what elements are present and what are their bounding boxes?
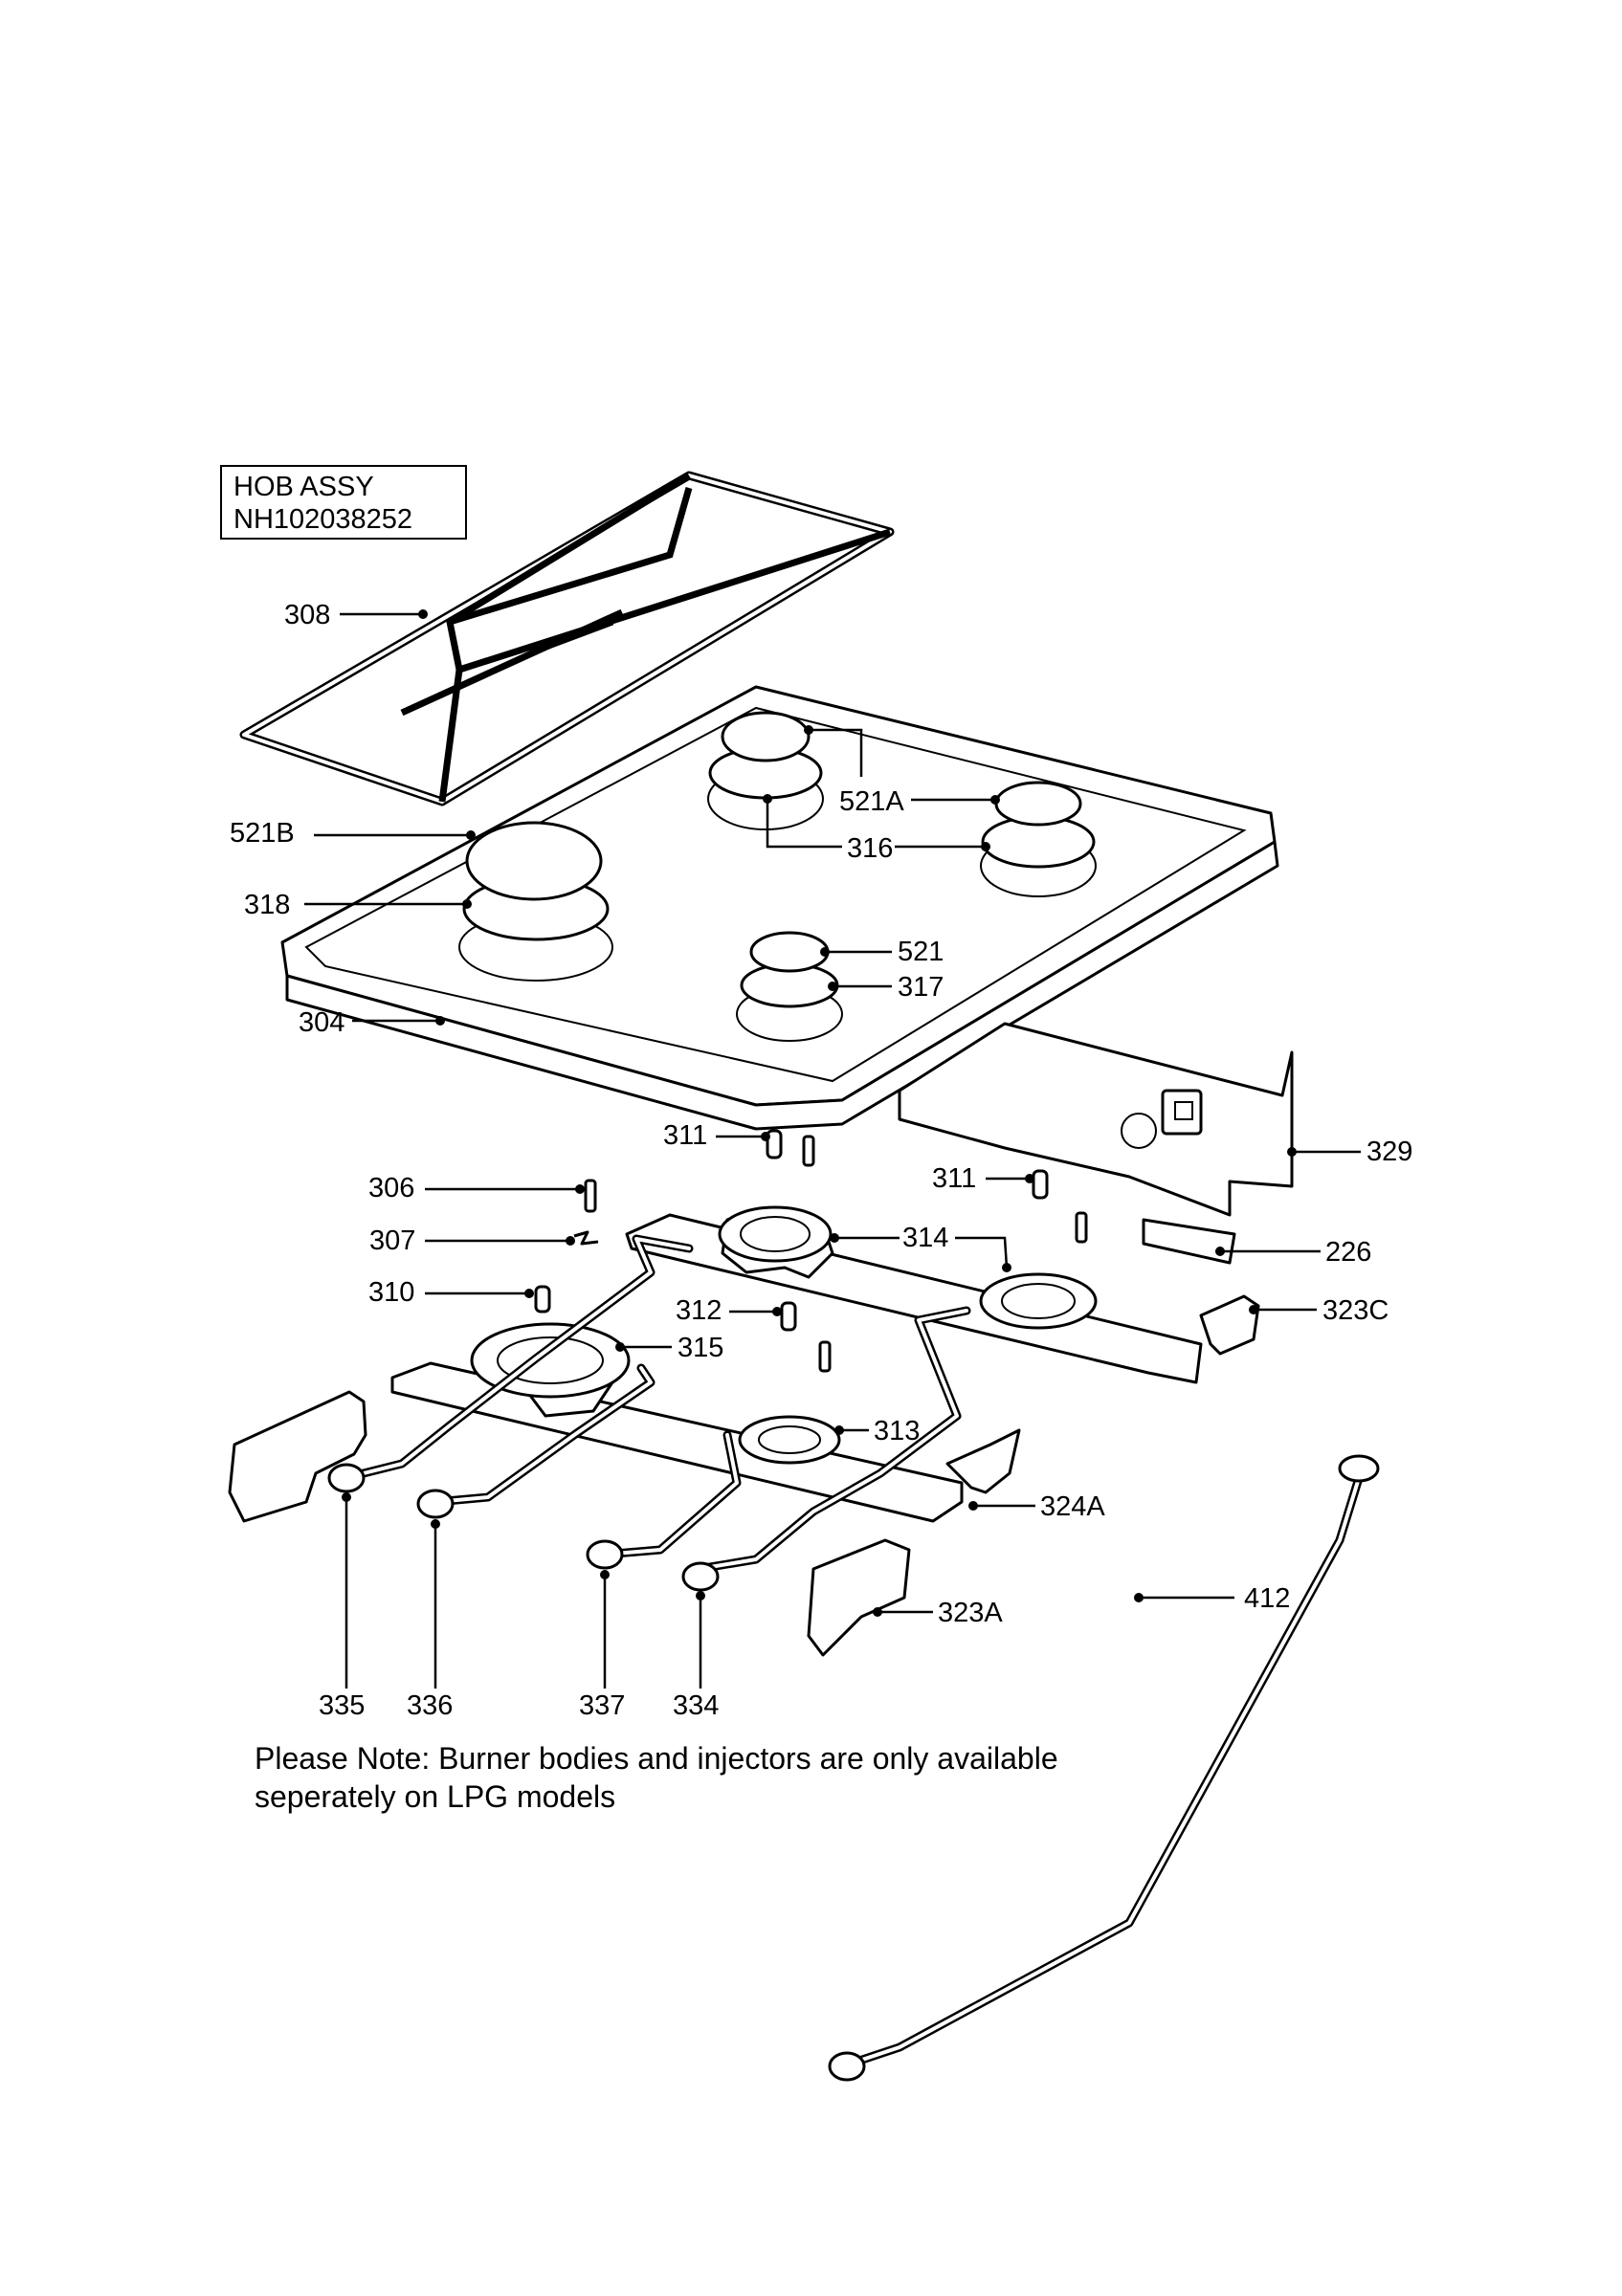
callout-337: 337 [579, 1570, 625, 1721]
burner-body-right [979, 1272, 1098, 1330]
assembly-name: HOB ASSY [233, 472, 374, 502]
svg-text:312: 312 [676, 1295, 722, 1326]
svg-text:334: 334 [673, 1690, 719, 1721]
callout-311a: 311 [663, 1120, 770, 1151]
clip-307 [573, 1230, 599, 1246]
note-line-2: seperately on LPG models [255, 1779, 616, 1814]
callout-521B: 521B [230, 818, 476, 849]
burner-body-314 [718, 1205, 834, 1279]
burner-body-313 [738, 1415, 841, 1465]
svg-text:226: 226 [1325, 1237, 1371, 1268]
svg-text:315: 315 [678, 1333, 723, 1363]
assembly-part-number: NH102038252 [233, 504, 413, 535]
bracket-323a [807, 1538, 911, 1657]
svg-text:329: 329 [1366, 1137, 1412, 1167]
callout-313: 313 [834, 1416, 920, 1446]
electrode-right [1075, 1211, 1088, 1244]
lpg-note: Please Note: Burner bodies and injectors… [255, 1739, 1211, 1816]
svg-text:323C: 323C [1322, 1295, 1389, 1326]
tap-336 [416, 1489, 455, 1519]
svg-text:336: 336 [407, 1690, 453, 1721]
burner-cap-521a-right [980, 781, 1097, 897]
callout-323C: 323C [1249, 1295, 1389, 1326]
svg-text:335: 335 [319, 1690, 365, 1721]
callout-308: 308 [284, 600, 428, 630]
gas-pipes [340, 1234, 1364, 2071]
callout-306: 306 [368, 1173, 585, 1203]
svg-text:307: 307 [369, 1225, 415, 1256]
pipe-end-412-lower [828, 2051, 866, 2082]
tap-335 [327, 1463, 366, 1493]
assembly-title-box: HOB ASSY NH102038252 [220, 465, 467, 540]
callout-310: 310 [368, 1277, 534, 1308]
callout-318: 318 [244, 890, 472, 920]
strip-226 [1142, 1218, 1236, 1265]
svg-text:337: 337 [579, 1690, 625, 1721]
svg-text:310: 310 [368, 1277, 414, 1308]
callout-304: 304 [299, 1007, 445, 1038]
callout-336: 336 [407, 1519, 453, 1721]
note-line-1: Please Note: Burner bodies and injectors… [255, 1741, 1058, 1776]
injector-310 [534, 1285, 551, 1314]
callout-312: 312 [676, 1295, 782, 1326]
callout-314: 314 [830, 1223, 1011, 1272]
electrode-306 [584, 1179, 597, 1213]
burner-cap-521b [458, 821, 613, 982]
callout-412: 412 [1134, 1583, 1290, 1614]
callout-317: 317 [828, 972, 944, 1003]
pan-support-grid [239, 471, 895, 806]
svg-text:521: 521 [898, 937, 944, 967]
svg-text:323A: 323A [938, 1598, 1003, 1628]
bracket-324a-clip [945, 1428, 1021, 1494]
back-panel [898, 1022, 1294, 1217]
svg-text:311: 311 [932, 1163, 976, 1194]
svg-text:412: 412 [1244, 1583, 1290, 1614]
burner-cap-521a-top [707, 711, 824, 830]
svg-text:306: 306 [368, 1173, 414, 1203]
bracket-323c [1199, 1294, 1260, 1356]
callout-323A: 323A [873, 1598, 1003, 1628]
injector-311b [1032, 1169, 1049, 1200]
electrode-mid [818, 1340, 832, 1373]
callout-315: 315 [615, 1333, 723, 1363]
svg-text:304: 304 [299, 1007, 344, 1038]
svg-text:308: 308 [284, 600, 330, 630]
svg-text:324A: 324A [1040, 1491, 1105, 1522]
pipe-end-412-upper [1338, 1454, 1380, 1483]
svg-text:316: 316 [847, 833, 893, 864]
callout-316: 316 [763, 794, 990, 864]
svg-text:521B: 521B [230, 818, 295, 849]
callout-329: 329 [1287, 1137, 1412, 1167]
callout-324A: 324A [968, 1491, 1105, 1522]
bracket-left [228, 1390, 367, 1523]
callout-311b: 311 [932, 1163, 1034, 1194]
tap-334 [681, 1561, 720, 1592]
injector-311a [766, 1129, 783, 1159]
tap-337 [586, 1539, 624, 1570]
injector-312 [780, 1301, 797, 1332]
svg-text:521A: 521A [839, 786, 904, 817]
svg-text:317: 317 [898, 972, 944, 1003]
svg-text:311: 311 [663, 1120, 707, 1151]
callout-334: 334 [673, 1591, 719, 1721]
callout-521: 521 [820, 937, 944, 967]
electrode-top [802, 1135, 815, 1167]
svg-text:314: 314 [902, 1223, 948, 1253]
callout-307: 307 [369, 1225, 575, 1256]
svg-text:313: 313 [874, 1416, 920, 1446]
svg-text:318: 318 [244, 890, 290, 920]
callout-521A: 521A [804, 725, 1000, 817]
callout-226: 226 [1215, 1237, 1371, 1268]
burner-cap-521 [736, 931, 843, 1042]
callout-335: 335 [319, 1492, 365, 1721]
